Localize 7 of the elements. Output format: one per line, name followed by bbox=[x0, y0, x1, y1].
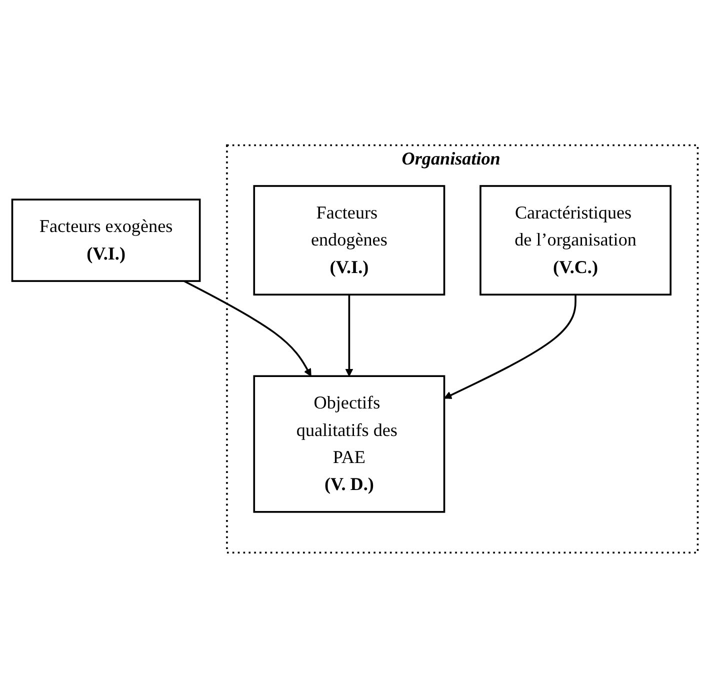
arrow bbox=[344, 294, 353, 377]
arrow bbox=[443, 294, 576, 399]
node-box: Facteurs endogènes (V.I.) bbox=[252, 185, 445, 296]
node-box: Caractéristiques de l’organisation (V.C.) bbox=[479, 185, 671, 296]
node-box: Objectifs qualitatifs des PAE (V. D.) bbox=[252, 375, 445, 513]
arrow bbox=[183, 280, 311, 377]
node-box: Facteurs exogènes (V.I.) bbox=[10, 198, 200, 282]
